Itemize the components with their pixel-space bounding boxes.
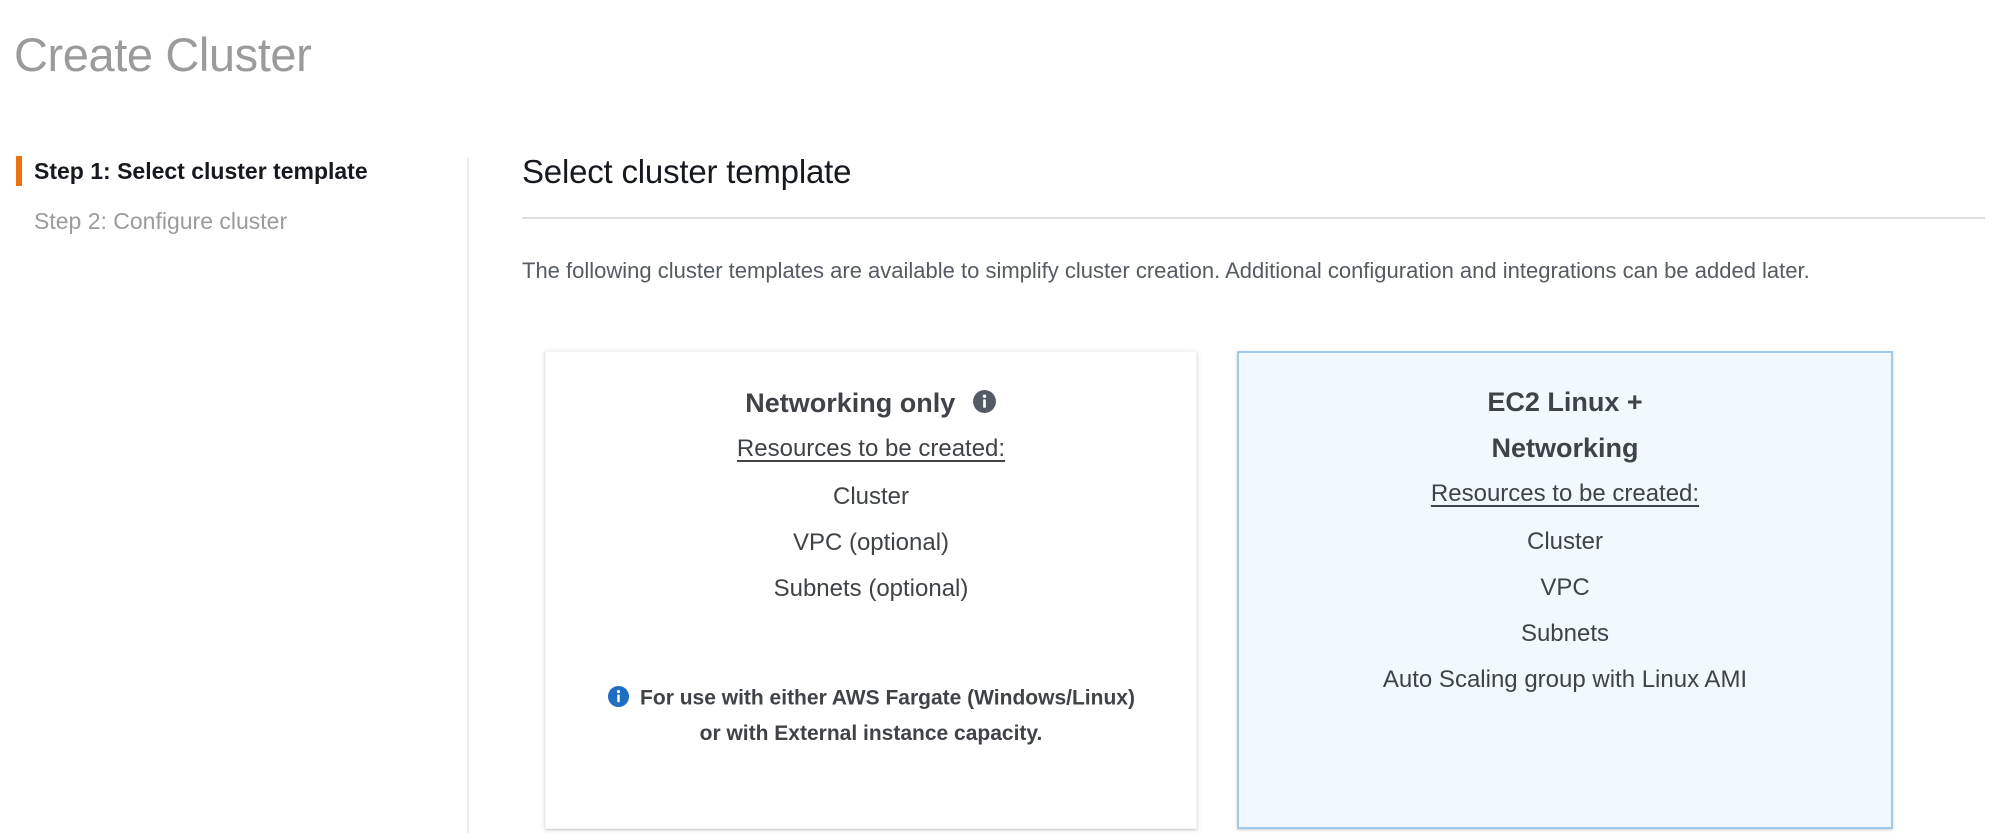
resource-item: Subnets (optional) [773, 574, 969, 602]
card-title-text: Networking only [745, 387, 956, 418]
resource-item: VPC [1540, 574, 1590, 601]
main-content: Select cluster template The following cl… [468, 136, 1999, 833]
template-card-ec2-linux-networking[interactable]: EC2 Linux + Networking Resources to be c… [1237, 351, 1893, 829]
section-description: The following cluster templates are avai… [522, 258, 1810, 283]
card-title-line-2: Networking [1491, 433, 1639, 463]
resource-item: Auto Scaling group with Linux AMI [1382, 666, 1748, 693]
page-title: Create Cluster [14, 28, 312, 81]
info-icon [607, 685, 630, 708]
info-icon[interactable] [972, 389, 997, 414]
card-title-line-1: EC2 Linux + [1487, 387, 1643, 417]
resources-heading: Resources to be created: [1430, 480, 1700, 507]
sidebar-divider [467, 158, 469, 833]
resource-item: VPC (optional) [792, 528, 950, 556]
active-step-marker [16, 156, 22, 186]
sidebar-item-step-2[interactable]: Step 2: Configure cluster [34, 208, 288, 234]
template-card-list: Networking only Resources to be created:… [468, 136, 1999, 833]
resources-heading: Resources to be created: [736, 434, 1006, 462]
resource-item: Cluster [1526, 528, 1604, 555]
card-footer-line-1: For use with either AWS Fargate (Windows… [640, 686, 1135, 710]
section-title: Select cluster template [522, 153, 852, 190]
card-footer-line-2: or with External instance capacity. [699, 722, 1043, 746]
resource-item: Subnets [1520, 620, 1610, 647]
card-title-networking-only: Networking only [568, 378, 1174, 426]
section-divider [522, 217, 1985, 219]
sidebar-item-step-1[interactable]: Step 1: Select cluster template [34, 158, 368, 184]
resource-item: Cluster [832, 482, 910, 510]
card-footer-note: For use with either AWS Fargate (Windows… [568, 680, 1174, 752]
card-title-ec2-linux-networking: EC2 Linux + Networking [1261, 379, 1869, 471]
create-cluster-wizard: Step 1: Select cluster template Step 2: … [0, 136, 1999, 833]
wizard-step-sidebar: Step 1: Select cluster template Step 2: … [0, 136, 469, 833]
template-card-networking-only[interactable]: Networking only Resources to be created:… [545, 351, 1197, 829]
